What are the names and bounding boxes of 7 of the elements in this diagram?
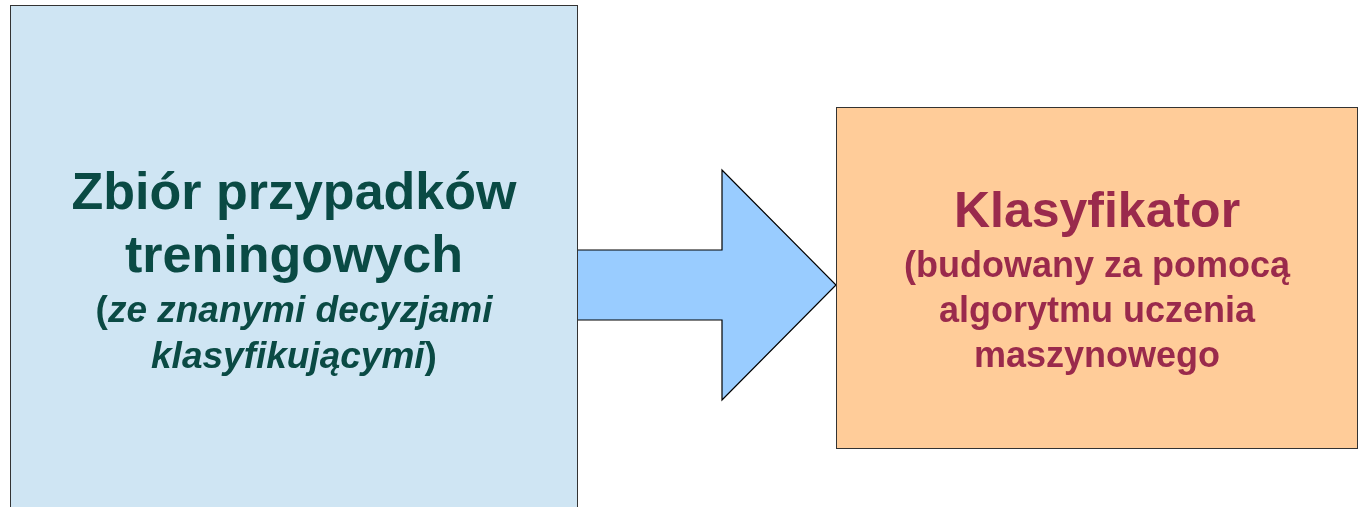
- text-box: [10, 5, 578, 507]
- box-description: (ze znanymi decyzjami klasyfikującymi): [94, 288, 494, 379]
- box-heading: Klasyfikator: [953, 180, 1241, 240]
- box-heading: Zbiór przypadków treningowych: [70, 161, 518, 285]
- text-box: [836, 107, 1358, 449]
- box-description: (budowany za pomocą algorytmu uczenia maszynowego: [902, 242, 1292, 377]
- block-arrow: [575, 168, 837, 402]
